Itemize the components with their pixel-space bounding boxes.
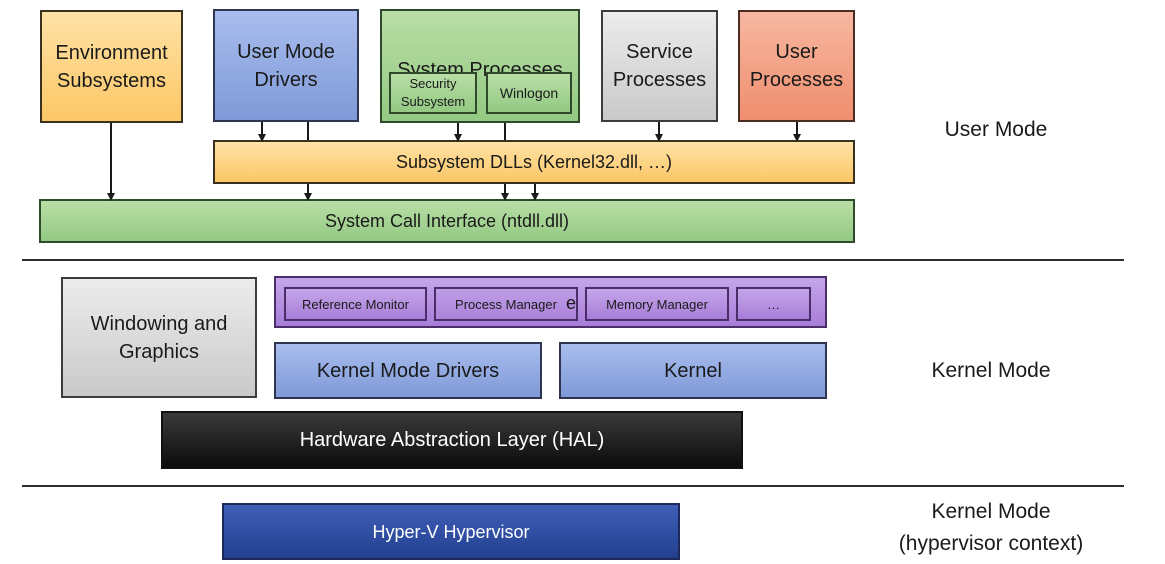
hal-bar: Hardware Abstraction Layer (HAL) bbox=[161, 411, 743, 469]
user-mode-label: User Mode bbox=[944, 118, 1048, 141]
system-call-interface-bar: System Call Interface (ntdll.dll) bbox=[39, 199, 855, 243]
reference-monitor-label: Reference Monitor bbox=[302, 296, 409, 312]
kernel-mode-label: Kernel Mode bbox=[931, 359, 1051, 382]
reference-monitor-box: Reference Monitor bbox=[284, 287, 427, 321]
hypervisor-mode-label-line1: Kernel Mode bbox=[931, 500, 1051, 523]
hal-label: Hardware Abstraction Layer (HAL) bbox=[299, 429, 605, 451]
kernel-mode-drivers-label: Kernel Mode Drivers bbox=[316, 359, 500, 382]
process-manager-box: Process Manager bbox=[434, 287, 578, 321]
process-manager-label: Process Manager bbox=[455, 296, 557, 312]
environment-subsystems-box: Environment Subsystems bbox=[40, 10, 183, 123]
memory-manager-box: Memory Manager bbox=[585, 287, 729, 321]
hyper-v-hypervisor-label: Hyper-V Hypervisor bbox=[372, 521, 530, 542]
more-components-ellipsis: … bbox=[767, 296, 780, 312]
kernel-mode-drivers-box: Kernel Mode Drivers bbox=[274, 342, 542, 399]
hypervisor-mode-label-line2: (hypervisor context) bbox=[898, 532, 1084, 555]
security-subsystem-box: Security Subsystem bbox=[389, 72, 477, 114]
system-call-interface-label: System Call Interface (ntdll.dll) bbox=[324, 211, 570, 231]
winlogon-box: Winlogon bbox=[486, 72, 572, 114]
kernel-box: Kernel bbox=[559, 342, 827, 399]
hyper-v-hypervisor-bar: Hyper-V Hypervisor bbox=[222, 503, 680, 560]
service-processes-box: Service Processes bbox=[601, 10, 718, 122]
kernel-label: Kernel bbox=[664, 359, 722, 382]
subsystem-dlls-bar: Subsystem DLLs (Kernel32.dll, …) bbox=[213, 140, 855, 184]
user-mode-drivers-box: User Mode Drivers bbox=[213, 9, 359, 122]
kernel-hypervisor-divider bbox=[22, 485, 1124, 487]
user-kernel-divider bbox=[22, 259, 1124, 261]
environment-subsystems-label: Environment Subsystems bbox=[55, 41, 168, 92]
security-subsystem-label: Security Subsystem bbox=[400, 76, 466, 109]
winlogon-label: Winlogon bbox=[499, 85, 559, 101]
windowing-graphics-label: Windowing and Graphics bbox=[90, 312, 228, 363]
user-processes-box: User Processes bbox=[738, 10, 855, 122]
more-components-box: … bbox=[736, 287, 811, 321]
memory-manager-label: Memory Manager bbox=[606, 296, 708, 312]
executive-partial-label: e bbox=[566, 293, 577, 313]
service-processes-label: Service Processes bbox=[612, 41, 707, 91]
windowing-graphics-box: Windowing and Graphics bbox=[61, 277, 257, 398]
user-processes-label: User Processes bbox=[749, 41, 844, 91]
subsystem-dlls-label: Subsystem DLLs (Kernel32.dll, …) bbox=[395, 152, 673, 172]
user-mode-drivers-label: User Mode Drivers bbox=[237, 40, 335, 91]
